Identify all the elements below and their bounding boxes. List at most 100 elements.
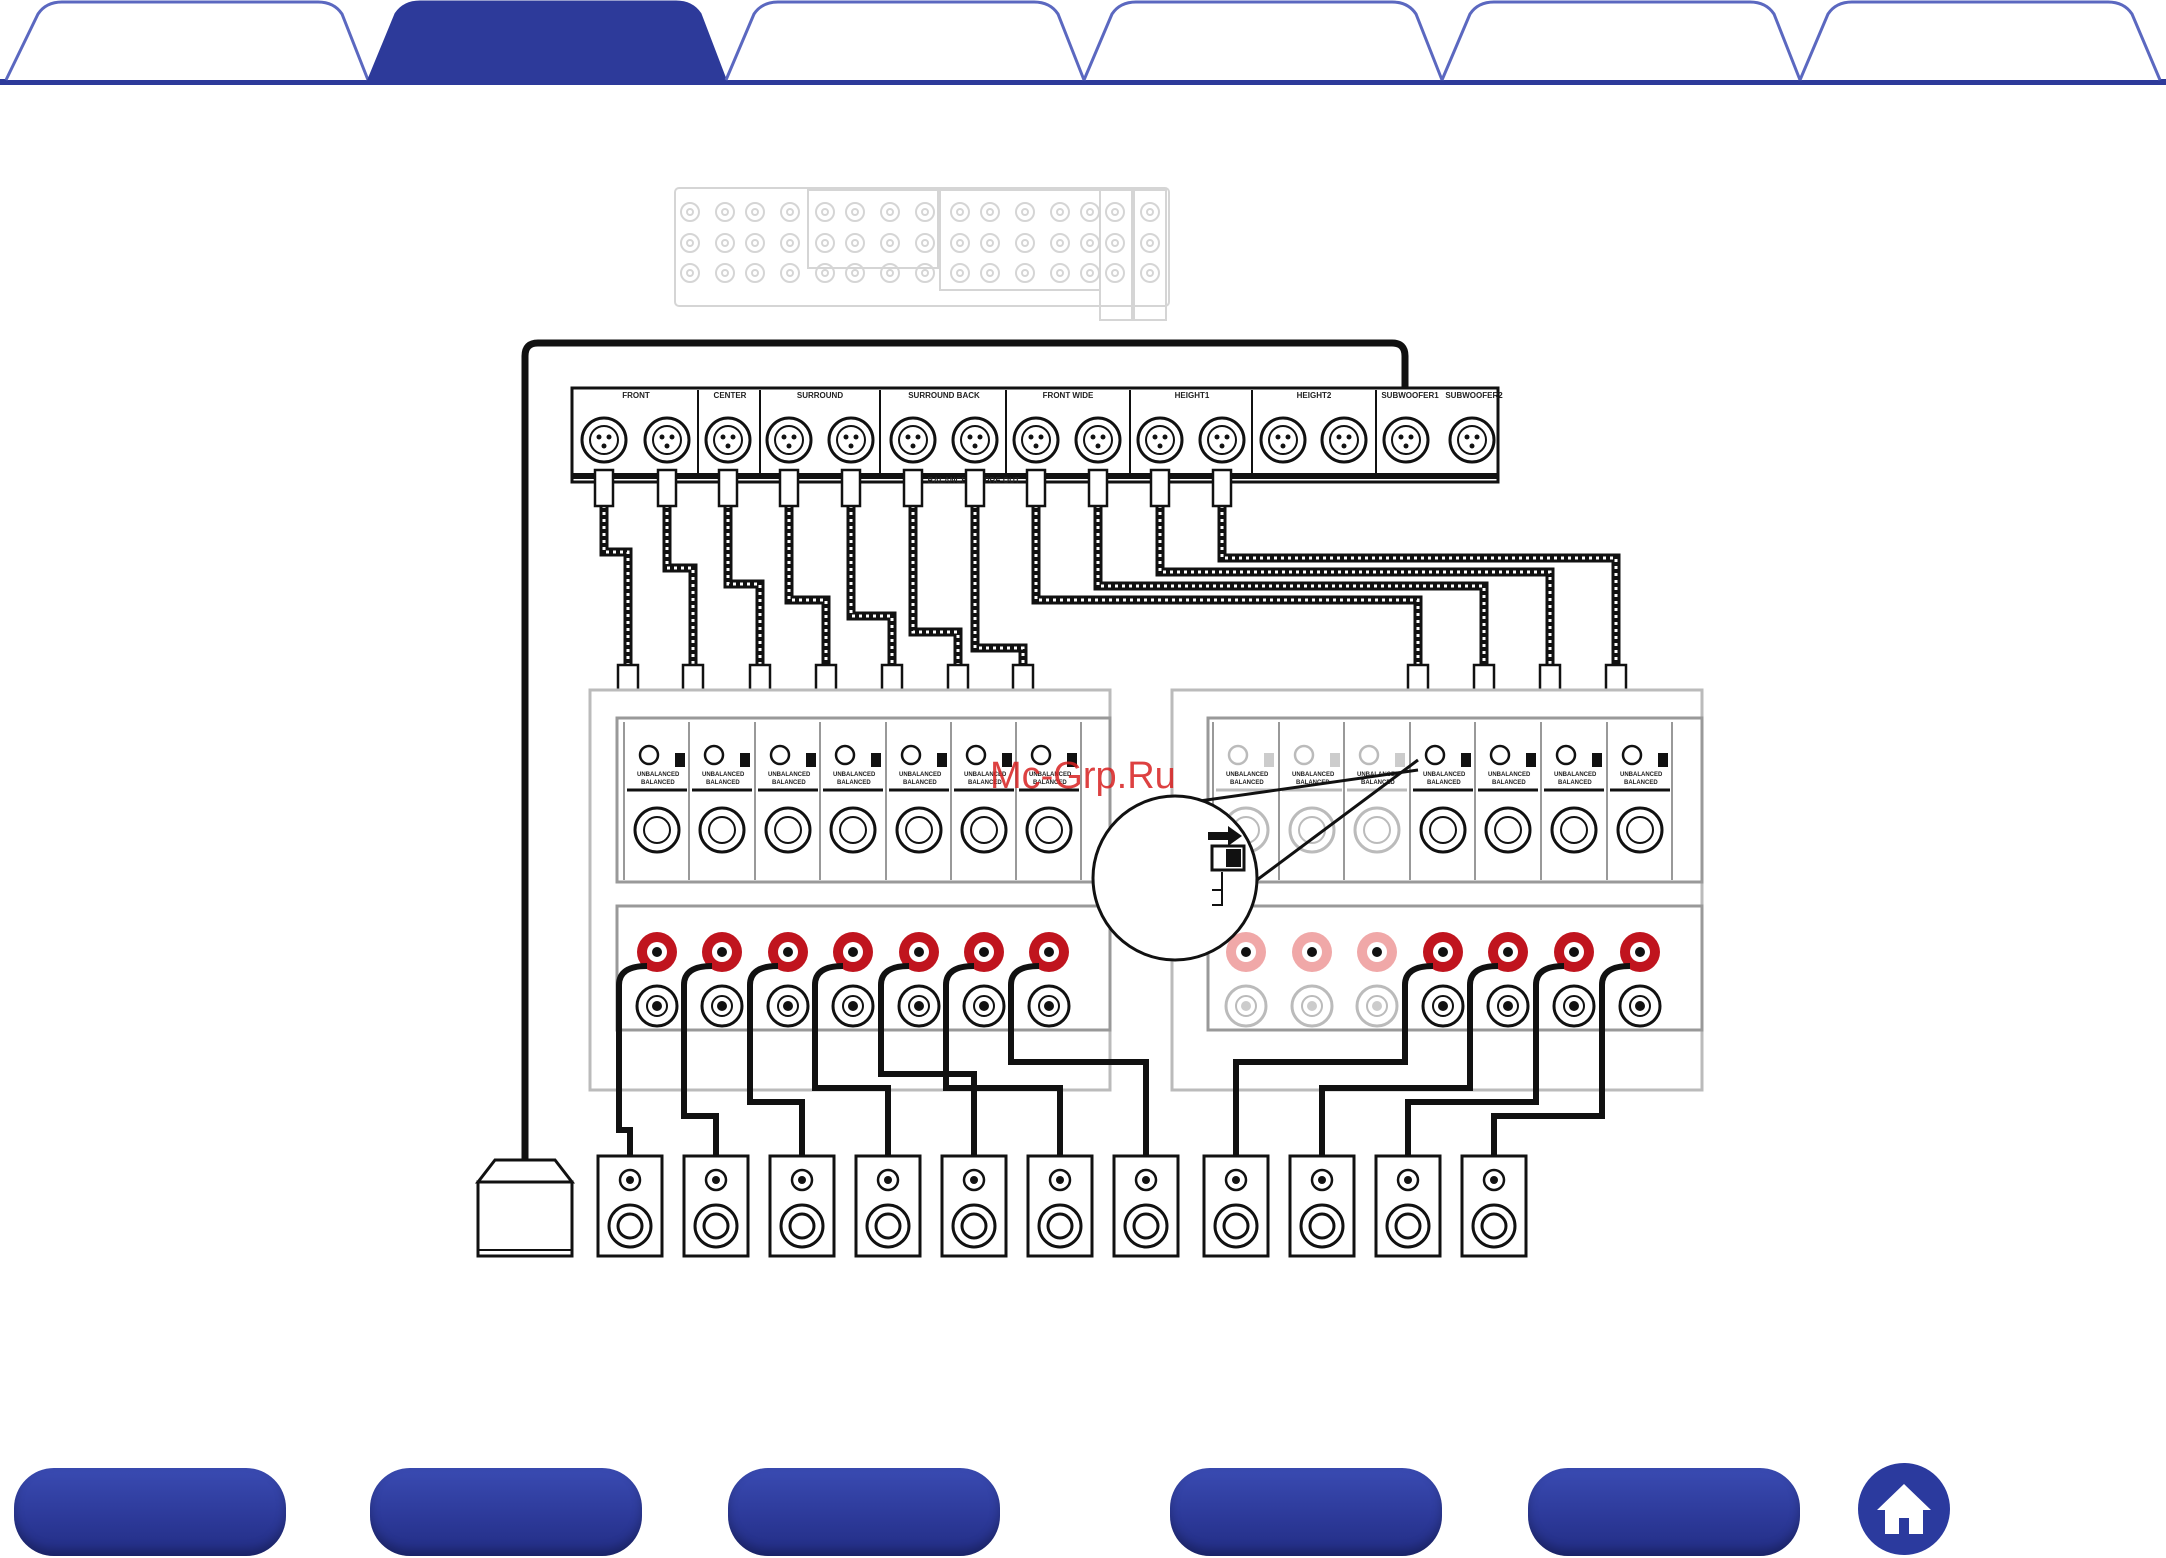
xlr-jack — [1259, 416, 1307, 464]
home-button[interactable] — [1858, 1463, 1950, 1555]
rca-jack — [950, 233, 970, 253]
speaker-terminal-plus-pin — [914, 947, 924, 957]
speaker-terminal-minus-inner — [908, 995, 930, 1017]
xlr-pin — [1474, 434, 1480, 440]
rca-jack-pin — [1086, 208, 1094, 216]
speaker-terminal-minus-pin — [1044, 1001, 1054, 1011]
rca-jack — [915, 233, 935, 253]
rca-jack-pin — [921, 239, 929, 247]
rca-jack — [715, 202, 735, 222]
speaker-tweeter-center — [1142, 1176, 1150, 1184]
xlr-pin — [1033, 443, 1039, 449]
xlr-jack-inner — [960, 425, 990, 455]
xlr-pin — [853, 434, 859, 440]
rca-jack-pin — [786, 239, 794, 247]
unbalanced-label: UNBALANCED — [1554, 772, 1597, 778]
speaker-wire — [943, 963, 1063, 1156]
tab-5[interactable] — [1440, 0, 1802, 81]
speaker-wire — [616, 963, 648, 1156]
balanced-label: BALANCED — [968, 780, 1002, 786]
unbalanced-label: UNBALANCED — [637, 772, 680, 778]
speaker-wire — [747, 963, 805, 1156]
xlr-pin — [659, 434, 665, 440]
xlr-jack-inner — [1145, 425, 1175, 455]
tab-3[interactable] — [724, 0, 1086, 81]
speaker-terminal-minus-inner — [1563, 995, 1585, 1017]
rca-jack-pin — [886, 239, 894, 247]
nav-button-3[interactable] — [728, 1468, 1000, 1556]
speaker-woofer-cone — [788, 1212, 816, 1240]
speaker-woofer-cone — [616, 1212, 644, 1240]
rca-jack-pin — [786, 269, 794, 277]
rca-jack-pin — [686, 208, 694, 216]
tab-6[interactable] — [1798, 0, 2162, 81]
xlr-input-inner — [839, 816, 867, 844]
rca-jack — [1015, 233, 1035, 253]
preout-label: SURROUND — [797, 391, 843, 400]
speaker-terminal-minus-pin — [1241, 1001, 1251, 1011]
rca-jack-pin — [886, 208, 894, 216]
speaker-terminal-minus-pin — [1307, 1001, 1317, 1011]
xlr-cable-stripe — [1096, 505, 1486, 670]
xlr-pin — [730, 434, 736, 440]
xlr-cable-stripe — [787, 505, 828, 670]
rca-jack-pin — [721, 239, 729, 247]
xlr-pin — [905, 434, 911, 440]
rca-jack-pin — [851, 239, 859, 247]
tab-4[interactable] — [1082, 0, 1444, 81]
rca-jack-pin — [851, 269, 859, 277]
balanced-label: BALANCED — [1558, 780, 1592, 786]
xlr-cable — [1217, 505, 1621, 670]
xlr-cable — [599, 505, 633, 670]
unbalanced-label: UNBALANCED — [1226, 772, 1269, 778]
speaker-terminal-minus-pin — [1503, 1001, 1513, 1011]
unbalanced-switch — [1002, 753, 1012, 767]
xlr-cable-stripe — [1158, 505, 1552, 670]
speaker-wires — [616, 963, 1631, 1156]
rca-jack-pin — [956, 239, 964, 247]
rca-jack — [1105, 233, 1125, 253]
speaker-terminal-plus-pin — [1569, 947, 1579, 957]
xlr-input — [698, 806, 746, 854]
rca-input — [1621, 744, 1643, 766]
xlr-cable — [723, 505, 765, 670]
speaker-tweeter-center — [884, 1176, 892, 1184]
balanced-label: BALANCED — [928, 476, 973, 485]
preout-label: SUBWOOFER1 — [1381, 391, 1439, 400]
xlr-jack-inner — [1329, 425, 1359, 455]
nav-button-4[interactable] — [1170, 1468, 1442, 1556]
xlr-input-inner — [708, 816, 736, 844]
xlr-jack — [643, 416, 691, 464]
nav-button-5[interactable] — [1528, 1468, 1800, 1556]
speaker — [854, 1154, 922, 1258]
speaker-terminal-minus-pin — [914, 1001, 924, 1011]
balanced-label: BALANCED — [1492, 780, 1526, 786]
tab-2[interactable] — [365, 0, 729, 84]
speaker-tweeter-center — [1232, 1176, 1240, 1184]
rca-jack-pin — [821, 208, 829, 216]
speaker-terminal-plus-pin — [717, 947, 727, 957]
rca-jack — [815, 233, 835, 253]
unbalanced-switch — [1658, 753, 1668, 767]
speaker-wire — [878, 963, 977, 1156]
nav-button-1[interactable] — [14, 1468, 286, 1556]
speaker-wire — [1233, 963, 1434, 1156]
xlr-jack — [580, 416, 628, 464]
speaker-terminal-minus-inner — [1301, 995, 1323, 1017]
tab-1[interactable] — [4, 0, 370, 81]
speaker-terminal-minus-inner — [711, 995, 733, 1017]
speaker-wire — [1319, 963, 1499, 1156]
xlr-pin — [601, 443, 607, 449]
amp-channel: UNBALANCED BALANCED — [1540, 722, 1604, 1028]
speaker-terminal-plus-pin — [1241, 947, 1251, 957]
speaker-wire — [1008, 963, 1149, 1156]
rca-jack — [780, 202, 800, 222]
xlr-jack-inner — [1457, 425, 1487, 455]
nav-button-2[interactable] — [370, 1468, 642, 1556]
xlr-pin — [910, 443, 916, 449]
